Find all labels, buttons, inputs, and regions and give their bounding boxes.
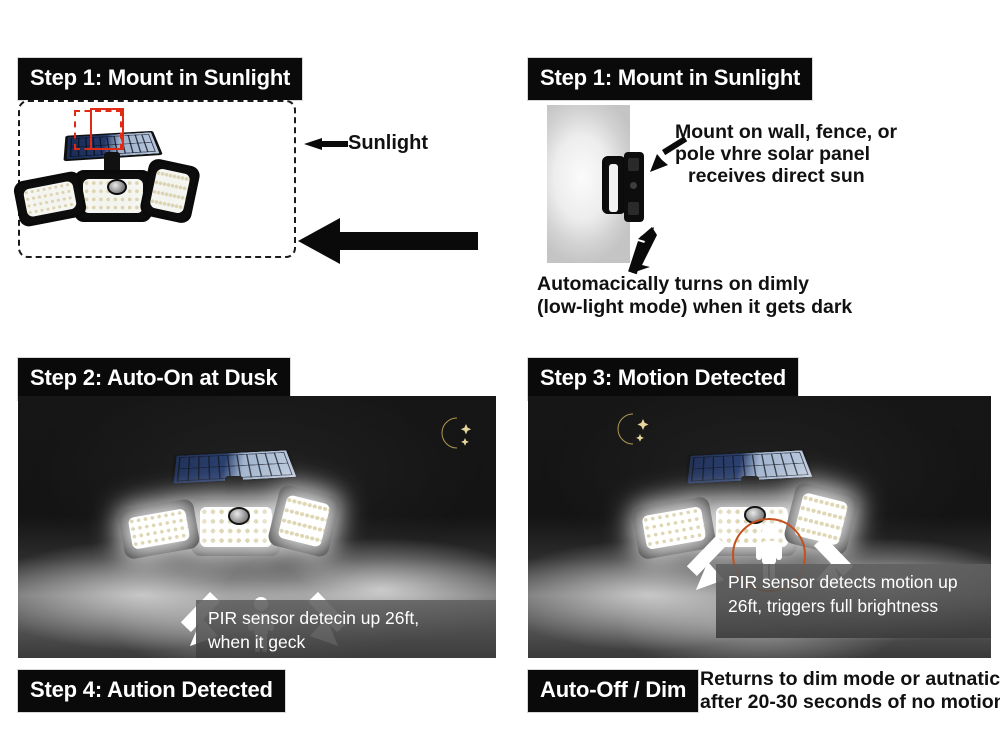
led-head-left-dusk [117, 497, 201, 561]
bracket-bottom [628, 202, 639, 215]
mount-note-arrow-icon [650, 136, 688, 172]
auto-off-dim-chip: Auto-Off / Dim [528, 670, 699, 712]
led-dot-array-right [149, 167, 191, 215]
step1-left-header: Step 1: Mount in Sunlight [18, 58, 303, 100]
red-solid-highlight [90, 108, 124, 150]
dim-note-line1: Automacically turns on dimly [537, 273, 809, 295]
moon-icon [432, 414, 476, 452]
step4-footer-chip: Step 4: Aution Detected [18, 670, 285, 712]
fixture-led-face [602, 156, 626, 214]
mount-note-line1: Mount on wall, fence, or [675, 121, 898, 143]
sunlight-label: Sunlight [348, 132, 428, 154]
pivot-screw [630, 182, 637, 189]
pir-sensor-dome-dusk [228, 507, 250, 525]
moon-icon [608, 410, 652, 448]
step2-night-scene: PIR sensor detecin up 26ft, when it geck [18, 396, 496, 658]
step1-right-header: Step 1: Mount in Sunlight [528, 58, 813, 100]
step3-night-scene: PIR sensor detects motion up 26ft, trigg… [528, 396, 991, 658]
step2-header: Step 2: Auto-On at Dusk [18, 358, 290, 400]
mounting-neck [104, 152, 120, 174]
led-dot-array-right-dusk [277, 494, 331, 548]
sunlight-arrow-large-icon [298, 218, 478, 264]
mounting-neck-dusk [225, 476, 243, 502]
solar-light-fixture-dusk [113, 418, 413, 598]
dim-note-arrow-icon [628, 227, 657, 275]
pir-sensor-dome [107, 179, 127, 195]
led-head-right [138, 157, 202, 225]
step3-header: Step 3: Motion Detected [528, 358, 798, 400]
coverage-arrow-left-icon [686, 536, 750, 590]
mounting-neck-motion [741, 476, 759, 502]
mount-note-line2: pole vhre solar panel [675, 143, 871, 165]
wall-mounted-fixture [600, 150, 660, 240]
auto-off-note-line1: Returns to dim mode or autnatically [700, 668, 1000, 690]
dim-note-line2: (low-light mode) when it gets dark [537, 296, 853, 318]
sunlight-arrow-small-icon [304, 138, 348, 150]
led-head-center-dusk [191, 498, 281, 556]
led-strip [609, 164, 618, 212]
auto-off-note-line2: after 20-30 seconds of no motion [700, 691, 1000, 713]
step3-caption: PIR sensor detects motion up 26ft, trigg… [716, 564, 991, 638]
solar-light-fixture-daylight [12, 100, 296, 258]
led-dot-array-left-dusk [127, 508, 191, 550]
bracket-top [628, 158, 639, 171]
step2-caption: PIR sensor detecin up 26ft, when it geck [196, 600, 496, 658]
led-head-center [74, 170, 152, 222]
led-dot-array-left [22, 180, 78, 218]
mount-note-line3: receives direct sun [688, 165, 865, 187]
